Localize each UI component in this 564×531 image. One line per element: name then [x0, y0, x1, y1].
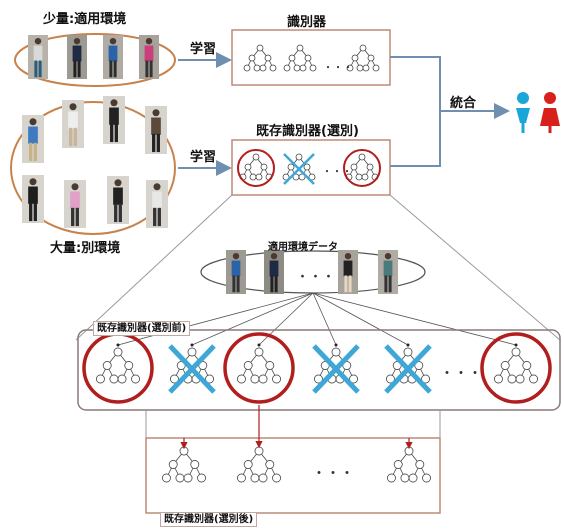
pedestrian-photo — [107, 176, 129, 224]
selected-tree-icon — [494, 347, 539, 384]
zoom-line-right — [389, 194, 561, 341]
integrate-label: 統合 — [450, 96, 477, 111]
small-env-group — [14, 33, 176, 87]
small-env-people — [28, 35, 159, 79]
pedestrian-photo — [145, 106, 167, 154]
pedestrian-photo — [64, 180, 86, 228]
selection-circle-icon — [480, 332, 552, 404]
integrate-bracket — [390, 56, 441, 167]
large-env-label: 大量:別環境 — [50, 241, 121, 256]
pedestrian-photo — [338, 250, 358, 294]
pedestrian-photo — [264, 250, 284, 294]
pedestrian-photo — [62, 100, 84, 148]
data-rays — [116, 292, 518, 347]
target-data-people: ・・・ — [226, 250, 398, 294]
ellipsis-text: ・・・ — [440, 366, 482, 382]
learn-label-top: 学習 — [190, 42, 217, 57]
existing-selected-title: 既存識別器(選別) — [256, 124, 359, 139]
pedestrian-photo — [103, 35, 123, 79]
tree-icon — [282, 153, 316, 181]
ellipsis-text: ・・・ — [323, 63, 353, 74]
person-red-icon — [540, 92, 560, 133]
classifier-title: 識別器 — [287, 15, 327, 30]
ellipsis-text: ・・・ — [312, 466, 354, 482]
pedestrian-photo — [146, 180, 168, 228]
selection-circle-icon — [343, 149, 381, 187]
pedestrian-photo — [139, 35, 159, 79]
tree-icon — [239, 153, 273, 181]
target-data-label: 適用環境データ — [268, 242, 338, 253]
classifier-trees: ・・・ — [243, 44, 380, 74]
pedestrian-photo — [22, 115, 44, 163]
large-env-people — [22, 96, 168, 228]
before-selection-label: 既存識別器(選別前) — [93, 321, 191, 336]
tree-icon — [283, 44, 317, 72]
pedestrian-photo — [67, 35, 87, 79]
ellipsis-text: ・・・ — [322, 167, 352, 178]
ellipsis-text: ・・・ — [296, 270, 335, 285]
learn-label-mid: 学習 — [190, 150, 217, 165]
tree-icon — [161, 446, 207, 483]
tree-icon — [236, 446, 282, 483]
existing-selected-trees: ・・・ — [237, 149, 381, 187]
after-selection-panel — [145, 437, 441, 514]
pedestrian-photo — [28, 35, 48, 79]
pedestrian-photo — [103, 96, 125, 144]
pedestrian-photo — [22, 175, 44, 223]
selected-tree-icon — [95, 347, 141, 384]
large-env-group — [10, 101, 176, 235]
small-env-label: 少量:適用環境 — [43, 12, 127, 27]
person-blue-icon — [516, 92, 530, 133]
tree-icon — [346, 44, 380, 72]
tree-icon — [243, 44, 277, 72]
zoom-line-left — [75, 194, 233, 341]
rejected-tree-icon — [169, 347, 215, 384]
pedestrian-photo — [378, 250, 398, 294]
pedestrian-photo — [226, 250, 246, 294]
before-selection-trees: ・・・ — [82, 332, 552, 404]
selection-circle-icon — [223, 332, 295, 404]
tree-icon — [387, 446, 432, 483]
after-selection-label: 既存識別器(選別後) — [160, 512, 258, 527]
selected-tree-icon — [236, 347, 282, 384]
before-selection-panel — [77, 329, 561, 411]
selection-circle-icon — [237, 149, 275, 187]
after-selection-trees: ・・・ — [161, 446, 432, 483]
